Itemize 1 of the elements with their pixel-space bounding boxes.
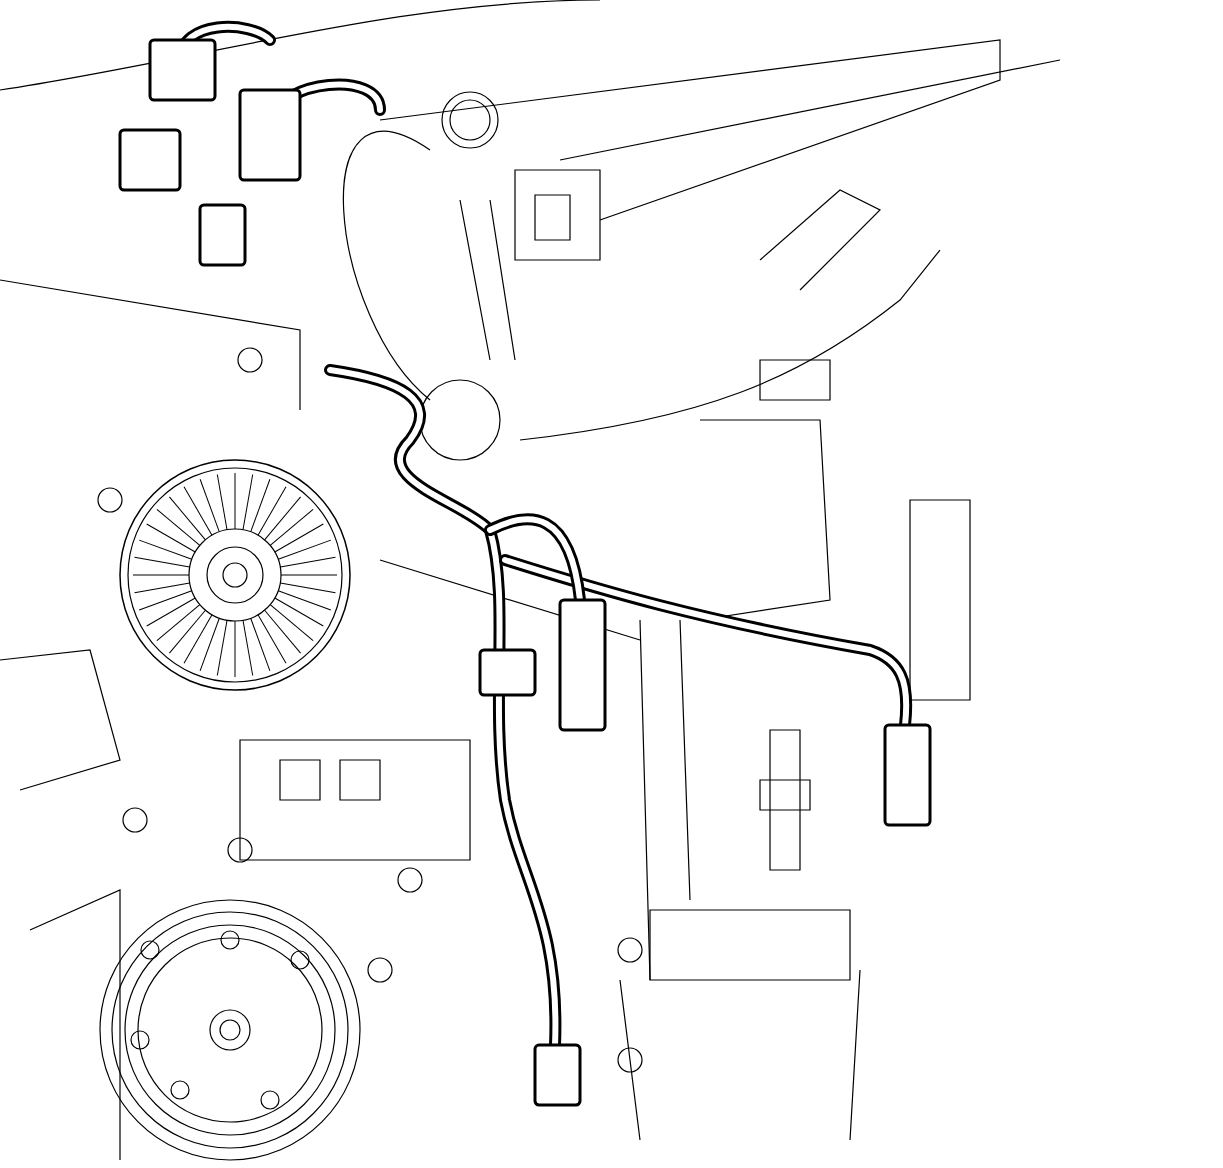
engine-drawing	[0, 0, 1061, 1161]
